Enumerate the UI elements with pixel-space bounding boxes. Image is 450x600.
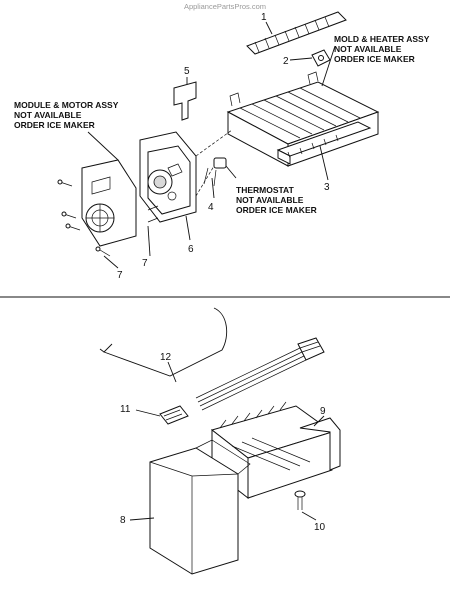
ejector-comb-part (246, 11, 347, 55)
leader-line-11 (135, 409, 161, 417)
connector-part (159, 405, 189, 425)
part-number-11: 11 (120, 404, 131, 415)
part-number-7b: 7 (117, 270, 123, 281)
mold-shield-part (276, 121, 372, 165)
leader-line-3 (319, 145, 329, 181)
module-motor-callout: MODULE & MOTOR ASSY NOT AVAILABLE ORDER … (14, 100, 119, 130)
leader-line-8 (129, 517, 155, 521)
part-number-3: 3 (324, 182, 330, 193)
leader-line-6 (185, 215, 191, 241)
front-cover-part (149, 439, 251, 575)
part-number-5: 5 (184, 66, 190, 77)
mold-heater-line-3: ORDER ICE MAKER (334, 54, 415, 64)
part-number-4: 4 (208, 202, 214, 213)
leader-line-4 (211, 177, 215, 199)
ice-maker-assembly (210, 401, 341, 500)
leader-line-module (87, 131, 119, 161)
leader-line-thermostat (225, 165, 237, 179)
leader-line-mold (321, 45, 336, 87)
leader-line-7b (103, 255, 119, 269)
thermostat-callout: THERMOSTAT NOT AVAILABLE ORDER ICE MAKER (236, 185, 317, 215)
thermostat-line-1: THERMOSTAT (236, 185, 295, 195)
leader-line-10 (301, 511, 317, 521)
thermostat-line-3: ORDER ICE MAKER (236, 205, 317, 215)
wire-harness-part (99, 307, 228, 377)
part-number-1: 1 (261, 12, 267, 23)
module-motor-line-1: MODULE & MOTOR ASSY (14, 100, 119, 110)
part-number-7a: 7 (142, 258, 148, 269)
thermostat-line-2: NOT AVAILABLE (236, 195, 304, 205)
part-number-2: 2 (283, 56, 289, 67)
part-number-10: 10 (314, 522, 326, 533)
module-motor-line-2: NOT AVAILABLE (14, 110, 82, 120)
mold-heater-line-1: MOLD & HEATER ASSY (334, 34, 430, 44)
leader-line-12 (167, 361, 177, 383)
retainer-clip-part (311, 49, 331, 67)
part-number-6: 6 (188, 244, 194, 255)
part-number-8: 8 (120, 515, 126, 526)
harness-cable-part (195, 337, 325, 411)
mold-heater-callout: MOLD & HEATER ASSY NOT AVAILABLE ORDER I… (334, 34, 430, 64)
leader-line-1 (265, 21, 273, 35)
mounting-screw-part (294, 490, 306, 510)
module-motor-assembly (57, 131, 197, 257)
part-number-9: 9 (320, 406, 326, 417)
mounting-bracket-part (173, 81, 197, 121)
thermostat-part (203, 157, 227, 187)
leader-line-2 (289, 57, 313, 61)
watermark: AppliancePartsPros.com (184, 2, 266, 11)
module-motor-line-3: ORDER ICE MAKER (14, 120, 95, 130)
leader-line-7a (147, 225, 151, 257)
mold-heater-line-2: NOT AVAILABLE (334, 44, 402, 54)
part-number-12: 12 (160, 352, 172, 363)
leader-line-9 (313, 415, 325, 427)
